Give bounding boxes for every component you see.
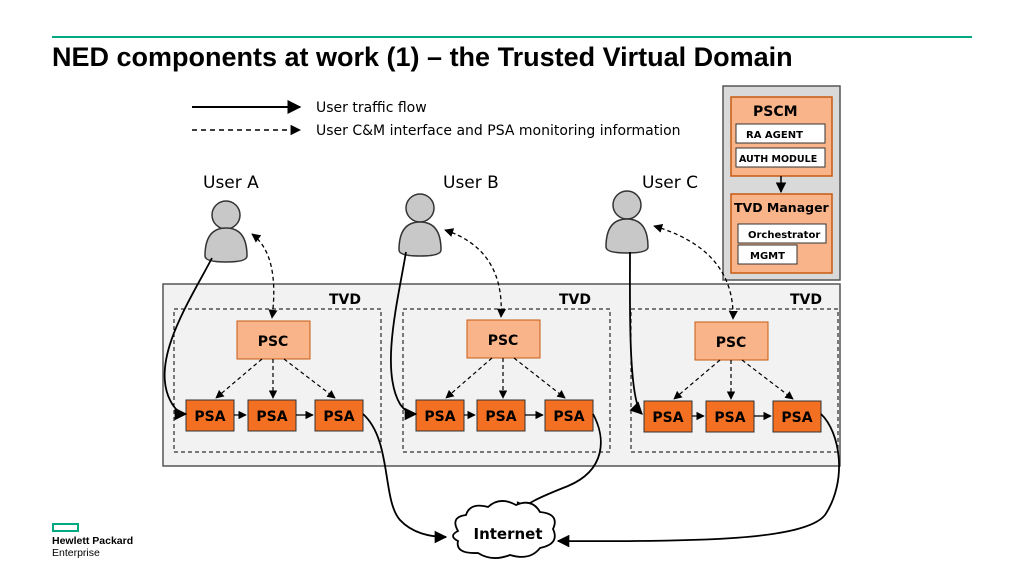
- tvd-c-to-internet: [556, 413, 840, 548]
- user-a-label: User A: [203, 173, 259, 193]
- user-b-traffic-in: [390, 251, 418, 421]
- legend: User traffic flow User C&M interface and…: [192, 100, 681, 139]
- psa-a1-label: PSA: [194, 409, 225, 425]
- psa-c1-label: PSA: [652, 410, 683, 426]
- orchestrator-box: [737, 223, 827, 244]
- top-accent-line: [52, 36, 972, 38]
- user-a-head-icon: [211, 200, 241, 230]
- mgmt-label: MGMT: [750, 251, 785, 262]
- psa-b3-label: PSA: [553, 409, 584, 425]
- orchestrator-label: Orchestrator: [748, 230, 820, 241]
- psc-a-to-psa-a3-arrow: [283, 358, 336, 399]
- psa-b2: [476, 399, 526, 432]
- pscm-title: PSCM: [753, 104, 798, 120]
- tvd-a: TVD PSC PSA PSA PSA: [173, 292, 382, 453]
- user-b: User B: [398, 173, 499, 257]
- psc-a-label: PSC: [258, 334, 289, 350]
- hpe-logo-line2: Enterprise: [52, 547, 100, 559]
- psc-a-to-psa-a1-arrow: [215, 358, 263, 399]
- psc-c-to-psa-c3-arrow: [741, 359, 794, 400]
- psa-b2-label: PSA: [485, 409, 516, 425]
- internet-cloud-icon: [452, 500, 556, 559]
- page-title: NED components at work (1) – the Trusted…: [52, 42, 793, 72]
- psa-a2: [247, 399, 297, 432]
- user-c-label: User C: [642, 173, 698, 193]
- tvd-c-label: TVD: [790, 292, 822, 308]
- user-c-head-icon: [612, 190, 642, 220]
- user-b-label: User B: [443, 173, 499, 193]
- mgmt-box: [737, 244, 798, 265]
- tvd-b: TVD PSC PSA PSA PSA: [402, 292, 611, 453]
- auth-module-label: AUTH MODULE: [739, 154, 817, 165]
- psa-a2-label: PSA: [256, 409, 287, 425]
- user-b-cm-link: [444, 228, 507, 318]
- legend-dashed-label: User C&M interface and PSA monitoring in…: [316, 123, 681, 139]
- user-c-body-icon: [605, 218, 649, 254]
- tvd-b-label: TVD: [559, 292, 591, 308]
- hpe-logo-line1: Hewlett Packard: [52, 535, 134, 547]
- psc-c: [694, 321, 769, 361]
- psc-a: [236, 320, 311, 360]
- psc-b-to-psa-b3-arrow: [513, 357, 566, 399]
- user-a-traffic-in: [163, 257, 213, 421]
- hpe-logo-bar-icon: [52, 523, 79, 532]
- psc-b-to-psa-b1-arrow: [445, 357, 493, 399]
- user-c: User C: [605, 173, 698, 254]
- auth-module-box: [735, 147, 826, 168]
- user-a-cm-link: [251, 233, 278, 319]
- psa-b1: [415, 399, 465, 432]
- psc-c-to-psa-c1-arrow: [673, 359, 721, 400]
- psa-c3: [772, 400, 822, 433]
- pscm-panel: PSCM RA AGENT AUTH MODULE TVD Manager Or…: [722, 85, 841, 281]
- psa-c2-label: PSA: [714, 410, 745, 426]
- tvd-a-to-internet: [362, 413, 448, 544]
- psa-a3-label: PSA: [323, 409, 354, 425]
- user-b-head-icon: [405, 193, 435, 223]
- user-b-body-icon: [398, 221, 442, 257]
- tvd-manager-title: TVD Manager: [734, 200, 830, 215]
- psc-b: [466, 319, 541, 359]
- psa-a3: [314, 399, 364, 432]
- psc-c-label: PSC: [716, 335, 747, 351]
- tvd-a-label: TVD: [329, 292, 361, 308]
- user-a-body-icon: [204, 227, 248, 263]
- tvd-c: TVD PSC PSA PSA PSA: [630, 292, 839, 453]
- psa-b3: [544, 399, 594, 432]
- user-c-cm-link: [653, 223, 738, 320]
- psa-c1: [643, 400, 693, 433]
- psa-b1-label: PSA: [424, 409, 455, 425]
- user-a: User A: [203, 173, 259, 263]
- user-c-traffic-in: [629, 251, 643, 415]
- ra-agent-label: RA AGENT: [746, 130, 803, 141]
- psa-c3-label: PSA: [781, 410, 812, 426]
- hpe-logo: Hewlett Packard Enterprise: [52, 523, 133, 559]
- psc-b-label: PSC: [488, 333, 519, 349]
- internet-label: Internet: [473, 525, 542, 543]
- ra-agent-box: [735, 123, 826, 144]
- internet-cloud: Internet: [452, 500, 556, 559]
- legend-solid-label: User traffic flow: [316, 100, 427, 116]
